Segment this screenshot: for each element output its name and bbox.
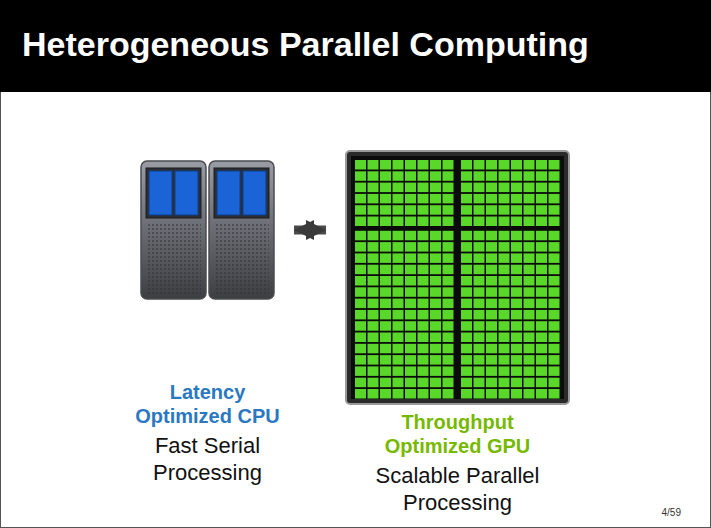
double-arrow <box>294 226 326 235</box>
cpu-chip: Latency Optimized CPUFast Serial Process… <box>140 160 275 300</box>
chip-heading: Latency Optimized CPU <box>133 380 283 428</box>
chip-heading: Throughput Optimized GPU <box>358 410 558 458</box>
label-group: Latency Optimized CPUFast Serial Process… <box>133 380 283 486</box>
chip-description: Scalable Parallel Processing <box>358 462 558 516</box>
slide-title: Heterogeneous Parallel Computing <box>22 22 589 66</box>
gpu-icon <box>345 150 570 405</box>
chip-description: Fast Serial Processing <box>133 432 283 486</box>
cpu-icon <box>140 160 275 300</box>
label-group: Throughput Optimized GPUScalable Paralle… <box>358 410 558 516</box>
page-number: 4/59 <box>662 507 681 518</box>
gpu-chip: Throughput Optimized GPUScalable Paralle… <box>345 150 570 405</box>
